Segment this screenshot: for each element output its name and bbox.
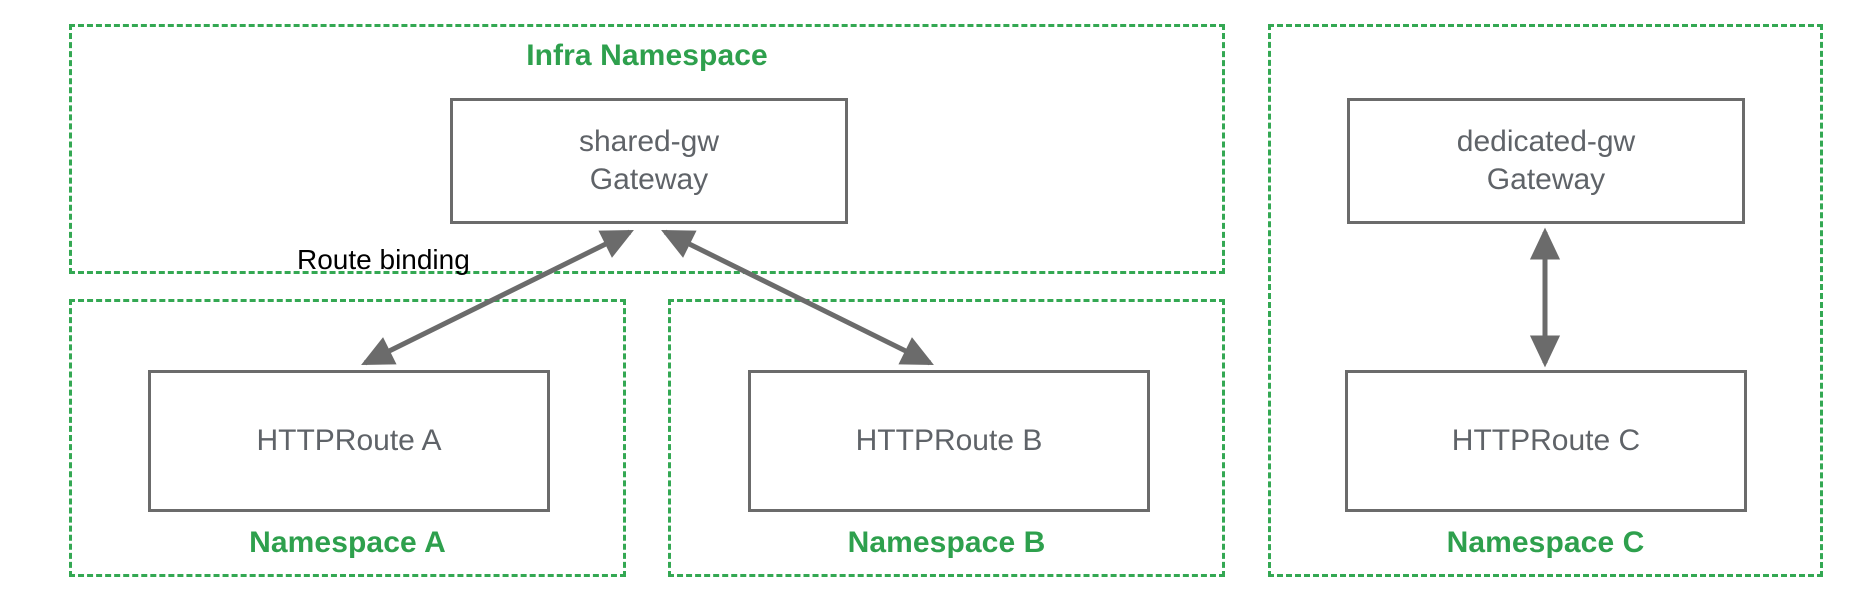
edge-label-route-binding: Route binding	[297, 244, 470, 275]
namespace-b: Namespace B	[668, 299, 1225, 577]
node-httproute-b-label: HTTPRoute B	[855, 423, 1043, 457]
namespace-infra: Infra Namespace	[69, 24, 1225, 274]
node-httproute-a-label: HTTPRoute A	[256, 423, 442, 457]
node-shared-gw-gateway[interactable]: shared-gw Gateway	[450, 98, 848, 224]
namespace-a-label: Namespace A	[249, 526, 446, 559]
node-dedicated-gw-gateway-label: dedicated-gw Gateway	[1456, 124, 1636, 196]
namespace-c: Namespace C	[1268, 24, 1823, 577]
namespace-a: Namespace A	[69, 299, 626, 577]
node-httproute-a[interactable]: HTTPRoute A	[148, 370, 550, 512]
namespace-b-label: Namespace B	[847, 526, 1046, 559]
namespace-infra-label: Infra Namespace	[526, 39, 768, 72]
node-httproute-b[interactable]: HTTPRoute B	[748, 370, 1150, 512]
node-httproute-c-label: HTTPRoute C	[1451, 423, 1641, 457]
node-dedicated-gw-gateway[interactable]: dedicated-gw Gateway	[1347, 98, 1745, 224]
node-shared-gw-gateway-label: shared-gw Gateway	[578, 124, 720, 196]
node-httproute-c[interactable]: HTTPRoute C	[1345, 370, 1747, 512]
namespace-c-label: Namespace C	[1446, 526, 1645, 559]
